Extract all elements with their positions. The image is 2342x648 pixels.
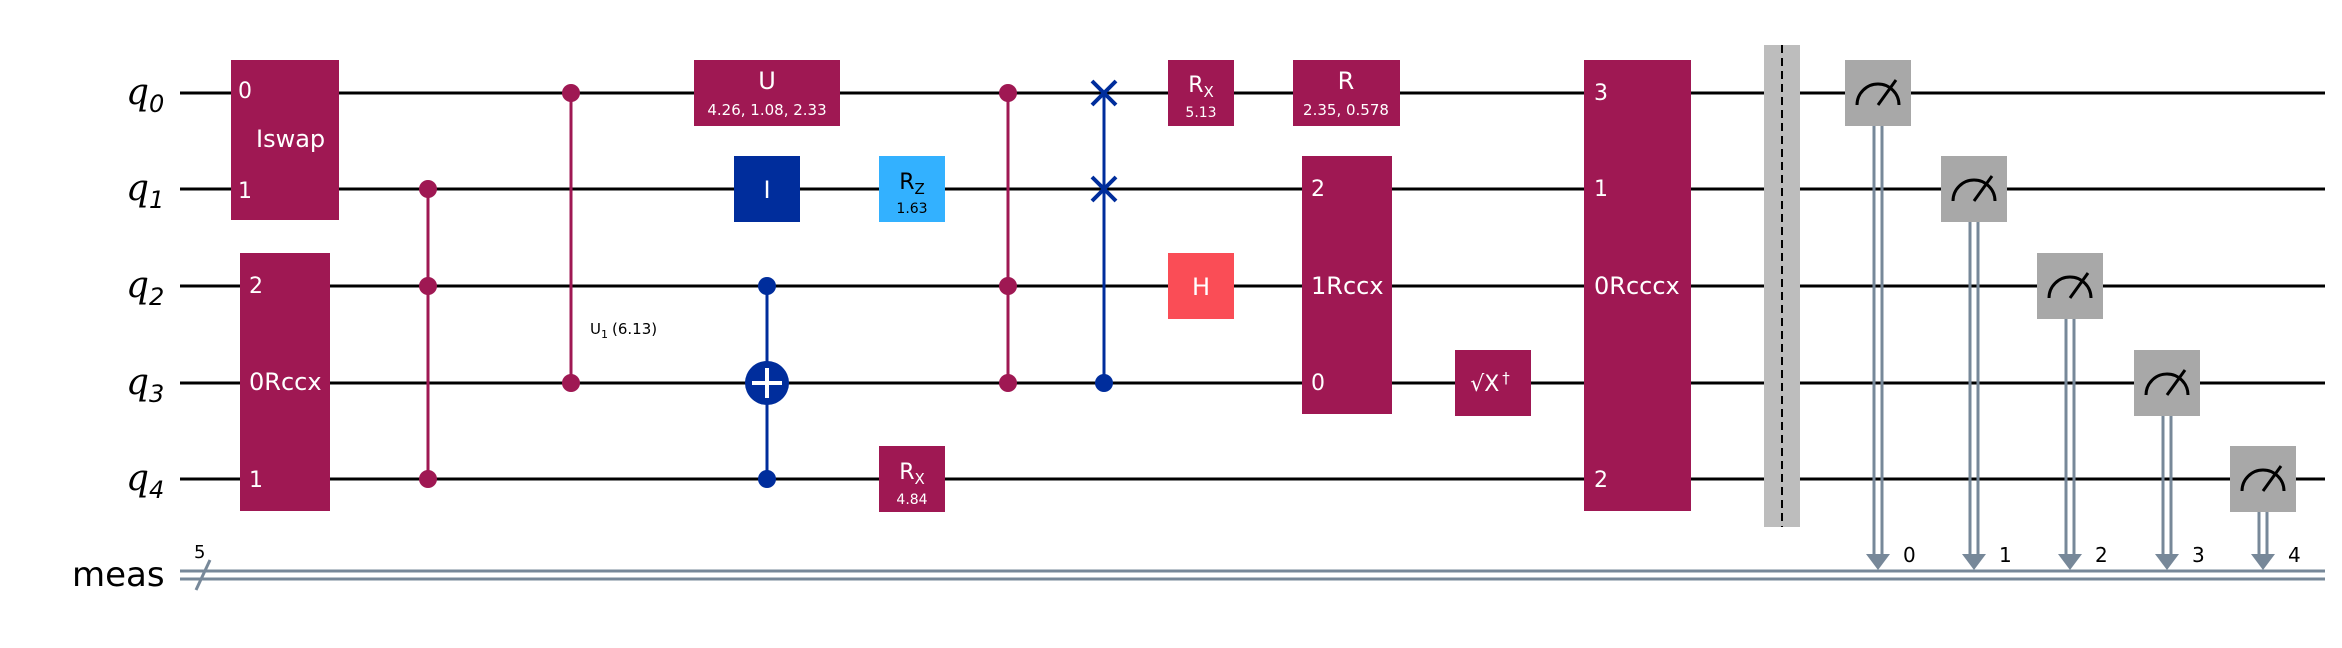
measure-q1: 1	[1941, 156, 2012, 570]
measure-bit-0: 0	[1903, 543, 1916, 567]
rx-q0-params: 5.13	[1185, 105, 1216, 121]
rcccx-pin-q0: 3	[1594, 81, 1608, 106]
swap-cross-q1	[1090, 175, 1118, 203]
qubit-label-q4: q4	[126, 458, 164, 504]
rx-q4-params: 4.84	[896, 492, 927, 508]
rccx2-pin-top: 2	[1311, 177, 1325, 202]
qubit-wires	[180, 91, 2325, 481]
rccx2-pin-bottom: 0	[1311, 371, 1325, 396]
swap-cross-q0	[1090, 79, 1118, 107]
r-gate-label: R	[1338, 67, 1355, 95]
measure-bit-2: 2	[2095, 543, 2108, 567]
hadamard-label: H	[1192, 273, 1210, 301]
r-gate: R 2.35, 0.578	[1293, 60, 1400, 126]
qubit-label-q2: q2	[126, 265, 164, 311]
rccx-gate-1: 2 0Rccx 1	[240, 253, 330, 511]
rx-q0-label: RX	[1188, 73, 1214, 101]
u-gate-params: 4.26, 1.08, 2.33	[707, 101, 826, 119]
r-gate-params: 2.35, 0.578	[1303, 101, 1389, 119]
sxdg-label: √X†	[1470, 369, 1510, 397]
identity-gate: I	[734, 156, 800, 222]
rcccx-pin-q4: 2	[1594, 468, 1608, 493]
measure-bit-4: 4	[2288, 543, 2301, 567]
measure-bit-3: 3	[2192, 543, 2205, 567]
rx-gate-q4: RX 4.84	[879, 446, 945, 512]
rz-gate: RZ 1.63	[879, 156, 945, 222]
rccx1-pin-bottom: 1	[249, 468, 263, 493]
measure-q4: 4	[2230, 446, 2301, 570]
qubit-labels: q0 q1 q2 q3 q4 meas	[72, 72, 165, 595]
rz-params: 1.63	[896, 201, 927, 217]
barrier	[1764, 45, 1800, 527]
measure-bit-1: 1	[1999, 543, 2012, 567]
rcccx-pin-q1: 1	[1594, 177, 1608, 202]
u-gate-label: U	[758, 67, 776, 95]
rccx1-label: 0Rccx	[249, 368, 322, 396]
rz-label: RZ	[899, 170, 925, 198]
bus-slash	[194, 559, 212, 591]
rccx1-pin-top: 2	[249, 274, 263, 299]
iswap-pin-1: 1	[238, 179, 252, 204]
classical-wire: 5	[180, 542, 2325, 591]
rcccx-gate: 3 1 0Rcccx 2	[1584, 60, 1691, 511]
cswap-gate	[1090, 79, 1118, 392]
cu1-label: U1(6.13)	[590, 320, 657, 341]
rcccx-label: 0Rcccx	[1594, 272, 1680, 300]
cu1-gate: U1(6.13)	[562, 84, 657, 392]
iswap-pin-0: 0	[238, 79, 252, 104]
ccz-gate-2	[999, 84, 1017, 392]
ccz-gate-1	[419, 180, 437, 488]
iswap-label: Iswap	[256, 125, 325, 153]
qubit-label-q0: q0	[126, 72, 164, 118]
classical-width-label: 5	[194, 542, 205, 563]
sxdg-gate: √X†	[1455, 350, 1531, 416]
measure-q3: 3	[2134, 350, 2205, 570]
iswap-gate: 0 1 Iswap	[231, 60, 339, 220]
ccx-gate	[745, 277, 789, 488]
qubit-label-q3: q3	[126, 362, 164, 408]
measure-q2: 2	[2037, 253, 2108, 570]
u-gate: U 4.26, 1.08, 2.33	[694, 60, 840, 126]
rx-q4-label: RX	[899, 460, 925, 488]
rccx-gate-2: 2 1Rccx 0	[1302, 156, 1392, 414]
rccx2-label: 1Rccx	[1311, 272, 1384, 300]
qubit-label-q1: q1	[126, 168, 164, 214]
classical-register-label: meas	[72, 555, 165, 595]
hadamard-gate: H	[1168, 253, 1234, 319]
identity-label: I	[763, 176, 770, 204]
rx-gate-q0: RX 5.13	[1168, 60, 1234, 126]
measure-q0: 0	[1845, 60, 1916, 570]
